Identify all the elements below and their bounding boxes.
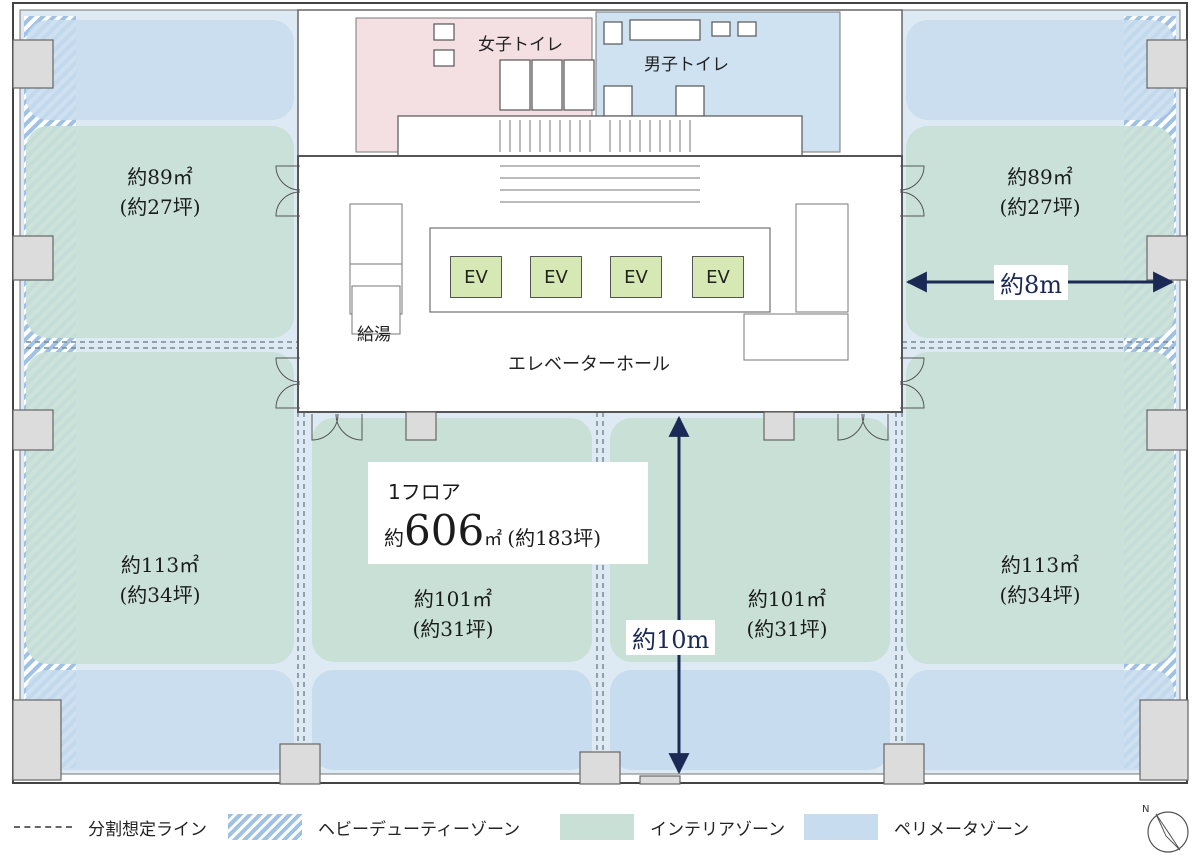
zone-label-center-left: 約101㎡ (約31坪) — [393, 584, 513, 644]
tsubo-value: (約31坪) — [746, 617, 828, 641]
total-value: 606 — [404, 506, 485, 555]
perimeter-zone — [610, 670, 890, 770]
zone-label-left: 約113㎡ (約34坪) — [100, 550, 220, 610]
total-tsubo: (約183坪) — [507, 526, 602, 550]
zone-label-center-right: 約101㎡ (約31坪) — [727, 584, 847, 644]
tsubo-value: (約27坪) — [999, 195, 1081, 219]
perimeter-zone — [906, 670, 1174, 770]
total-unit: ㎡ — [484, 529, 503, 550]
interior-zone-top-left — [26, 126, 294, 338]
womens-toilet-label: 女子トイレ — [478, 35, 563, 55]
area-value: 約113㎡ — [1000, 553, 1080, 577]
tsubo-value: (約34坪) — [999, 583, 1081, 607]
total-area-line: 約606㎡ (約183坪) — [384, 506, 601, 555]
tsubo-value: (約27坪) — [119, 195, 201, 219]
dimension-label-8m: 約8m — [994, 265, 1069, 300]
legend-label: ペリメータゾーン — [894, 819, 1030, 840]
total-area-box: 1フロア 約606㎡ (約183坪) — [368, 462, 648, 564]
interior-swatch — [560, 814, 634, 840]
elevator-hall-label: エレベーターホール — [508, 354, 670, 375]
perimeter-zone — [26, 20, 294, 120]
compass-icon: N — [1142, 804, 1189, 853]
stairs — [397, 115, 803, 157]
division-lines — [26, 341, 1174, 774]
mens-toilet-label: 男子トイレ — [644, 55, 729, 75]
legend-item-division-line: 分割想定ライン — [14, 812, 207, 842]
legend-item-heavy-duty: ヘビーデューティーゾーン — [228, 812, 520, 842]
total-prefix: 約 — [384, 526, 404, 550]
interior-zone-right — [906, 352, 1174, 664]
hatch-swatch — [228, 814, 302, 840]
kyuto-label: 給湯 — [357, 325, 391, 345]
elevator-4: EV — [692, 256, 744, 298]
total-title: 1フロア — [388, 480, 461, 504]
legend-label: インテリアゾーン — [650, 819, 786, 840]
area-value: 約113㎡ — [120, 553, 200, 577]
legend-label: 分割想定ライン — [88, 819, 207, 840]
compass-north-label: N — [1142, 804, 1149, 815]
elevator-1: EV — [450, 256, 502, 298]
area-value: 約101㎡ — [413, 587, 493, 611]
interior-zone-top-right — [906, 126, 1174, 338]
zone-label-right: 約113㎡ (約34坪) — [980, 550, 1100, 610]
area-value: 約89㎡ — [127, 165, 193, 189]
legend-label: ヘビーデューティーゾーン — [318, 819, 521, 840]
legend-item-perimeter: ペリメータゾーン — [804, 812, 1029, 842]
tsubo-value: (約31坪) — [412, 617, 494, 641]
perimeter-swatch — [804, 814, 878, 840]
perimeter-zone — [26, 670, 294, 770]
legend-item-interior: インテリアゾーン — [560, 812, 785, 842]
interior-zone-left — [26, 352, 294, 664]
perimeter-zone — [312, 670, 592, 770]
perimeter-zone — [906, 20, 1174, 120]
area-value: 約101㎡ — [747, 587, 827, 611]
tsubo-value: (約34坪) — [119, 583, 201, 607]
dimension-label-10m: 約10m — [626, 620, 716, 655]
elevator-2: EV — [530, 256, 582, 298]
elevator-3: EV — [610, 256, 662, 298]
zone-label-top-left: 約89㎡ (約27坪) — [100, 162, 220, 222]
dashed-line-swatch — [14, 826, 72, 828]
zone-label-top-right: 約89㎡ (約27坪) — [980, 162, 1100, 222]
area-value: 約89㎡ — [1007, 165, 1073, 189]
